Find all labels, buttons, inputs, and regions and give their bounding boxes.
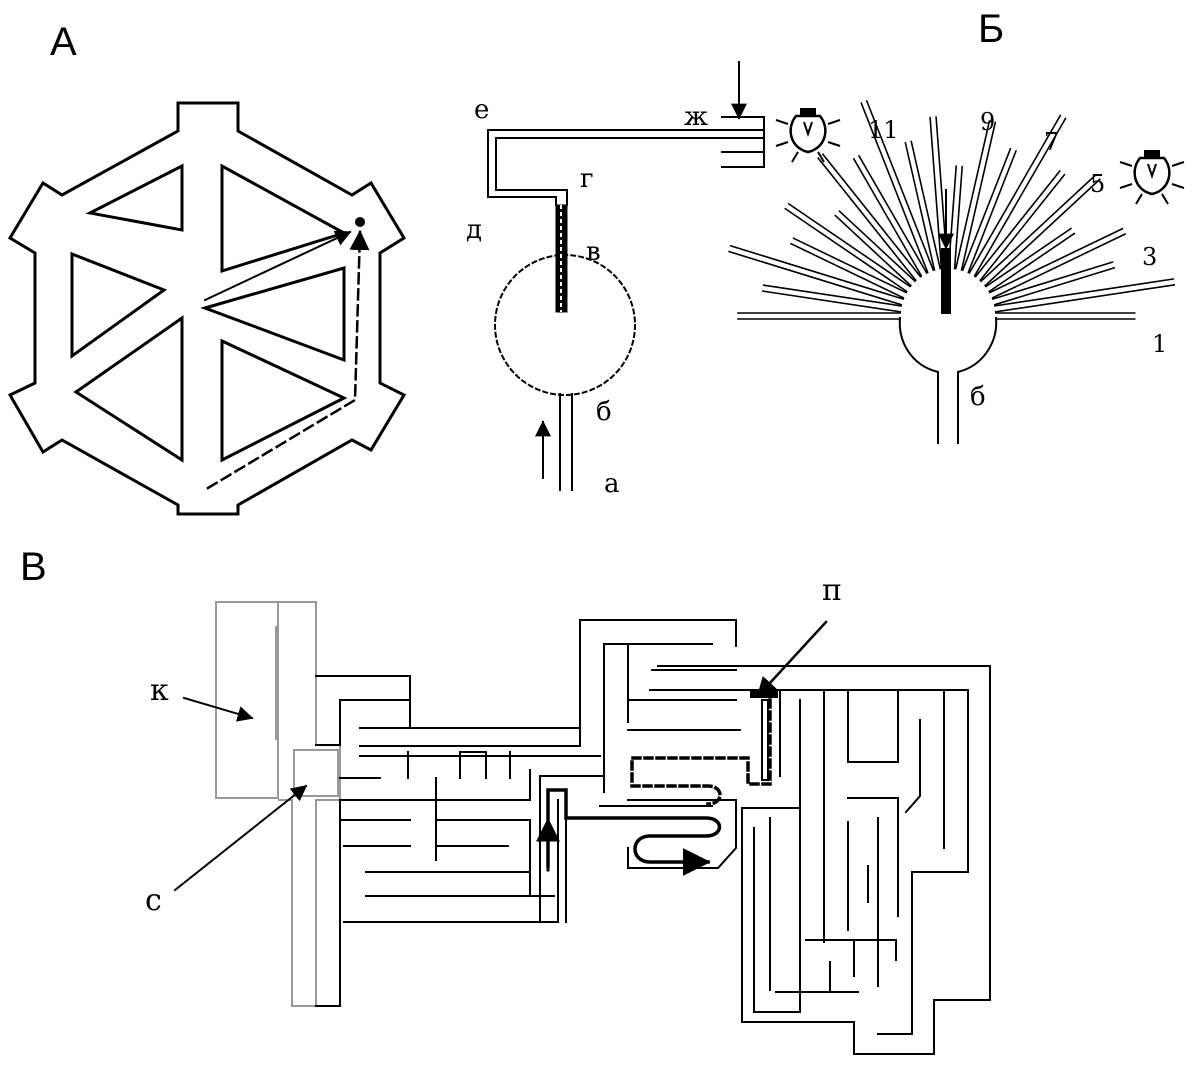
sunburst-ray (728, 250, 903, 306)
sunburst-center-tube (941, 248, 951, 314)
label-e: е (474, 95, 489, 125)
dashed-route (630, 698, 772, 806)
sunburst-ray (991, 233, 1127, 299)
sunburst-rays (728, 99, 1176, 320)
panel-c-label: В (20, 545, 47, 589)
sunburst-ray (968, 114, 1062, 274)
sunburst-ray (988, 232, 1076, 293)
sunburst-ray (904, 141, 936, 271)
ray-label-11: 11 (868, 116, 899, 144)
panel-a: А (7, 20, 407, 516)
label-a: а (604, 469, 620, 499)
sunburst-ray (784, 207, 908, 293)
sunburst-ray (967, 149, 1018, 274)
dashed-route-arrow (756, 620, 828, 698)
goal-dot (355, 217, 365, 227)
direct-path-arrow (203, 230, 352, 302)
light-bulb-icon (775, 108, 841, 163)
sunburst-ray (860, 102, 929, 274)
sunburst-ray (984, 227, 1073, 288)
sunburst-ray (910, 140, 942, 270)
hex-maze-outline (7, 101, 407, 516)
sunburst-ray (817, 156, 917, 282)
sunburst-ray (834, 214, 912, 287)
sunburst-ray (961, 147, 1012, 272)
sunburst-ray (865, 99, 935, 272)
sunburst-ray (991, 261, 1114, 301)
panel-b-label: Б (978, 7, 1004, 51)
detour-path-dashed (206, 230, 370, 490)
label-s: с (145, 883, 162, 918)
sunburst-ray (852, 157, 923, 277)
maze-walls (315, 619, 991, 1055)
label-p: п (822, 573, 842, 608)
light-bulb-icon (1119, 150, 1185, 205)
sunburst-ray (979, 173, 1066, 282)
ray-label-5: 5 (1090, 170, 1105, 198)
panel-b-apparatus: е ж г д в б а (466, 61, 841, 499)
sunburst-ray (960, 121, 997, 271)
ray-label-1: 1 (1152, 330, 1167, 358)
sunburst-ray (761, 290, 902, 313)
hex-maze-inner-walls (70, 163, 348, 463)
sunburst-ray (787, 202, 912, 288)
sunburst-ray (762, 284, 902, 307)
ray-label-7: 7 (1044, 128, 1059, 156)
sunburst-ray (973, 117, 1067, 277)
sunburst-ray (821, 153, 922, 278)
sunburst-ray (979, 173, 1097, 283)
ray-label-9: 9 (980, 108, 995, 136)
sunburst-ray (838, 210, 917, 283)
label-g: г (580, 164, 594, 194)
label-k: к (150, 673, 169, 708)
panel-a-label: А (50, 20, 77, 64)
sunburst-ray (857, 154, 928, 274)
panel-c: В (20, 545, 991, 1055)
label-d: д (466, 215, 482, 245)
sunburst-ray (993, 266, 1116, 306)
sunburst-ray (988, 227, 1124, 294)
label-s-arrow (173, 784, 308, 892)
ray-label-3: 3 (1142, 243, 1157, 271)
sunburst-ray (954, 120, 991, 270)
label-zh: ж (684, 102, 708, 132)
sunburst-ray (729, 244, 905, 301)
panel-b-sunburst: Б 11 9 7 5 3 1 б (728, 7, 1185, 444)
sunburst-ray (974, 169, 1061, 278)
sunburst-ray (994, 278, 1175, 307)
sunburst-ray (953, 165, 964, 270)
sunburst-ray (984, 178, 1101, 287)
sunburst-ray (994, 283, 1176, 313)
sunburst-label-b: б (970, 382, 986, 412)
sunburst-ray (789, 242, 905, 299)
label-v: в (586, 237, 601, 267)
sunburst-chamber (898, 316, 998, 444)
bent-tube (487, 129, 721, 206)
end-chamber (721, 116, 765, 168)
solid-route (546, 788, 722, 876)
sunburst-ray (792, 237, 908, 294)
label-b: б (596, 397, 612, 427)
label-k-arrow (182, 696, 254, 722)
start-box-k (215, 601, 341, 1007)
